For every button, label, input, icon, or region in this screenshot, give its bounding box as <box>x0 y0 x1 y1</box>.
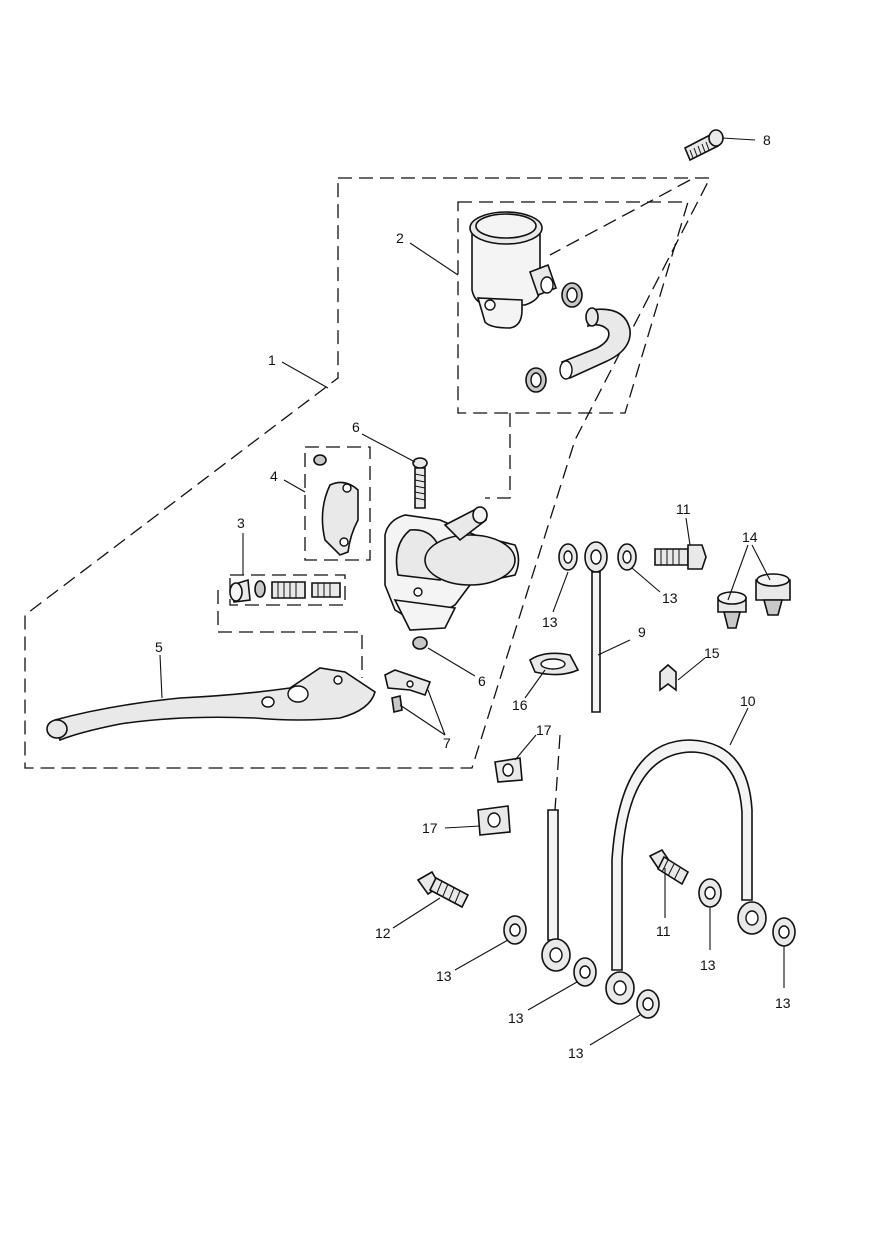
assembly-outline-1 <box>24 177 712 769</box>
washer-13-g <box>772 917 796 947</box>
callout-5: 5 <box>155 639 163 655</box>
callout-12: 12 <box>375 925 391 941</box>
clamp-outline-4 <box>304 446 371 561</box>
assembly-outline-2 <box>457 201 689 414</box>
washer-13-e <box>636 989 660 1019</box>
washer-13-d <box>573 957 597 987</box>
grommet-14-a <box>717 591 747 629</box>
reservoir-hose-part <box>559 307 631 380</box>
bolt-guide-dashed <box>549 179 691 256</box>
callout-7: 7 <box>443 735 451 751</box>
callout-4: 4 <box>270 468 278 484</box>
clamp-screw-small <box>313 454 327 466</box>
callout-11-upper: 11 <box>676 501 691 517</box>
callout-10: 10 <box>740 693 756 709</box>
callout-8: 8 <box>763 132 771 148</box>
switch-plate-part <box>384 669 432 697</box>
hose-9-banjo <box>584 541 608 713</box>
leader-lines <box>159 137 785 1046</box>
piston-outline-3 <box>217 574 363 678</box>
hose-guide-dashed <box>485 413 511 499</box>
callout-9: 9 <box>638 624 646 640</box>
banjo-bolt-12 <box>416 870 470 909</box>
callout-13-d: 13 <box>508 1010 524 1026</box>
callout-17-upper: 17 <box>536 722 552 738</box>
washer-13-f <box>698 878 722 908</box>
lower-hose-straight <box>541 809 571 972</box>
reservoir-bolt-part <box>683 129 724 162</box>
clip-17-lower <box>477 805 511 836</box>
clamp-part <box>321 481 359 556</box>
master-cylinder-body <box>384 506 520 631</box>
callout-13-c: 13 <box>436 968 452 984</box>
callout-11-lower: 11 <box>656 923 671 939</box>
clip-16-part <box>529 652 580 676</box>
banjo-bolt-11-upper <box>654 544 707 570</box>
callout-2: 2 <box>396 230 404 246</box>
brake-lever-part <box>46 667 376 742</box>
callout-13-e: 13 <box>568 1045 584 1061</box>
callout-6-upper: 6 <box>352 419 360 435</box>
washer-13-b <box>617 543 637 571</box>
clip-17-upper <box>494 757 523 783</box>
callout-3: 3 <box>237 515 245 531</box>
callout-15: 15 <box>704 645 720 661</box>
switch-screw-part <box>391 695 403 713</box>
clip-15-part <box>659 663 677 692</box>
washer-13-c <box>503 915 527 945</box>
nut-6-lower <box>412 636 428 650</box>
callout-17-lower: 17 <box>422 820 438 836</box>
reservoir-part <box>469 211 558 329</box>
callout-6-lower: 6 <box>478 673 486 689</box>
callout-13-b: 13 <box>662 590 678 606</box>
callout-13-a: 13 <box>542 614 558 630</box>
callout-16: 16 <box>512 697 528 713</box>
callout-1: 1 <box>268 352 276 368</box>
callout-13-g: 13 <box>775 995 791 1011</box>
hose-guide-lower <box>554 734 561 811</box>
grommet-14-b <box>755 573 791 616</box>
banjo-bolt-11-lower <box>648 848 690 886</box>
hose-clip-upper <box>561 282 583 308</box>
hose-10-u-shape <box>605 739 767 1005</box>
hose-clip-lower <box>525 367 547 393</box>
washer-13-a <box>558 543 578 571</box>
callout-14: 14 <box>742 529 758 545</box>
piston-assembly-part <box>229 578 341 603</box>
callout-labels: 1 2 3 4 5 6 6 7 8 9 10 11 11 12 13 13 13… <box>155 132 791 1061</box>
callout-13-f: 13 <box>700 957 716 973</box>
screw-6-upper <box>412 457 428 509</box>
